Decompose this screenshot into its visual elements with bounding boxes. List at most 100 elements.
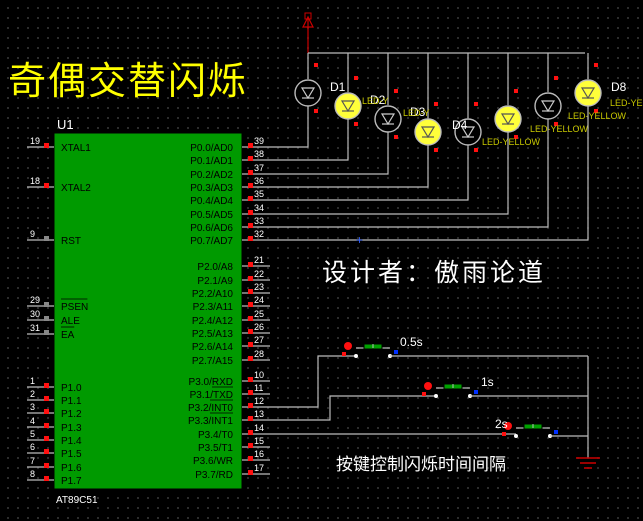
pin-left-1[interactable]: 1P1.0 [27,376,82,394]
led-8[interactable] [574,53,602,113]
pin-number: 21 [254,255,264,265]
pin-label: P3.5/T1 [198,443,233,454]
pin-number: 6 [30,442,35,452]
pin-label: P0.3/AD3 [190,183,233,194]
pin-label: ALE [61,316,80,327]
pin-label: P0.0/AD0 [190,143,233,154]
pin-label: EA [61,330,75,341]
pin-number: 18 [30,176,40,186]
led-6[interactable] [494,53,522,139]
pin-number: 19 [30,136,40,146]
pin-label: P1.0 [61,383,82,394]
pin-number: 29 [30,295,40,305]
pin-left-5[interactable]: 5P1.4 [27,429,82,447]
button-2s[interactable]: 2s [270,417,588,438]
pin-left-8[interactable]: 8P1.7 [27,469,82,487]
pin-number: 27 [254,335,264,345]
pin-label: RST [61,236,81,247]
led-value-6: LED-YELLOW [530,124,589,134]
led-ref-d4: D4 [452,118,468,132]
designer-credit: 设计者：傲雨论道 [322,259,546,287]
pin-left-6[interactable]: 6P1.5 [27,442,82,460]
led-2[interactable] [334,53,362,126]
led-ref-d1: D1 [330,80,346,94]
wire-p0-7 [270,106,589,241]
pin-number: 1 [30,376,35,386]
button-label: 2s [495,417,508,431]
pin-label: P3.6/WR [193,456,233,467]
project-title: 奇偶交替闪烁 [8,61,248,103]
pin-label: P2.0/A8 [197,262,233,273]
pin-label: P2.7/A15 [192,356,234,367]
pin-number: 33 [254,216,264,226]
led-7[interactable] [534,53,562,126]
pin-number: 3 [30,402,35,412]
pin-left-3[interactable]: 3P1.2 [27,402,82,420]
pin-number: 9 [30,229,35,239]
pin-number: 13 [254,409,264,419]
button-0.5s[interactable]: 0.5s [270,335,588,408]
pin-number: 25 [254,309,264,319]
led-4[interactable] [414,53,442,152]
wire-p0-4 [270,145,469,201]
led-value-1: LED-Y [362,96,389,106]
pin-number: 38 [254,149,264,159]
pin-left-2[interactable]: 2P1.1 [27,389,82,407]
vcc-symbol [302,12,314,53]
mcu-body[interactable] [53,132,243,490]
button-1s[interactable]: 1s [270,375,588,421]
pin-label: P0.6/AD6 [190,223,233,234]
pin-label: P2.5/A13 [192,329,234,340]
wire-p0-6 [270,119,549,228]
led-value-4: LED-YELLOW [482,137,541,147]
pin-label: P3.7/RD [195,470,233,481]
pin-number: 37 [254,163,264,173]
pin-number: 5 [30,429,35,439]
led-ref-d2: D2 [370,93,386,107]
pin-left-4[interactable]: 4P1.3 [27,416,82,434]
pin-left-7[interactable]: 7P1.6 [27,456,82,474]
led-5[interactable] [454,53,482,152]
button-label: 1s [481,375,494,389]
led-ref-d8: D8 [611,80,627,94]
pin-number: 31 [30,323,40,333]
pin-number: 36 [254,176,264,186]
pin-number: 26 [254,322,264,332]
pin-label: XTAL2 [61,183,91,194]
pin-number: 16 [254,449,264,459]
led-1[interactable] [294,53,322,113]
pin-label: P2.2/A10 [192,289,234,300]
pin-number: 12 [254,396,264,406]
